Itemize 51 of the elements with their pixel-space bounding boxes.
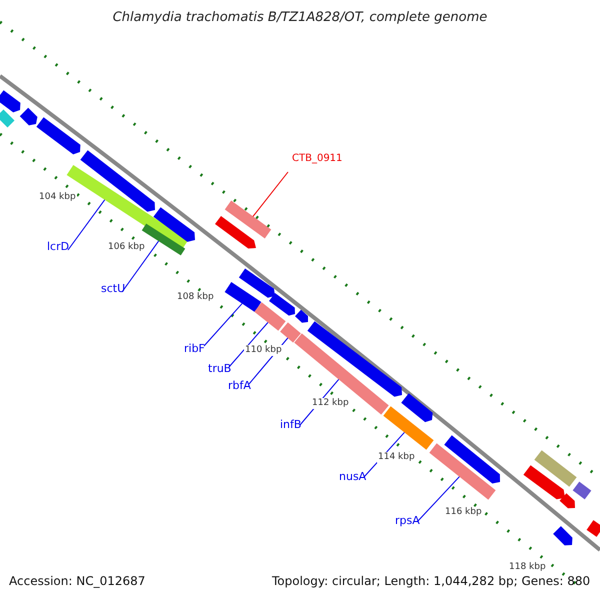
gene-label: CTB_0911 [292,154,342,164]
gene-bar [523,465,565,500]
accession-text: Accession: NC_012687 [9,575,146,587]
gene-bar [295,310,308,323]
gene-label: lcrD [47,241,70,252]
gene-bar [534,450,577,487]
gene-bar [401,393,433,422]
gene-label: nusA [339,471,366,482]
gene-bar [254,302,286,331]
gene-bar [280,322,301,343]
leader-line [204,303,243,346]
gene-bar [429,443,496,500]
gene-bar [383,406,434,450]
gene-label: sctU [101,283,126,294]
leader-line [68,199,106,250]
gene-bar [20,108,38,126]
gene-label: infB [280,419,302,430]
scale-label: 114 kbp [377,452,416,463]
leader-line [416,476,460,522]
gene-label: rbfA [228,380,251,391]
scale-label: 116 kbp [444,507,483,518]
summary-text: Topology: circular; Length: 1,044,282 bp; Genes: 880 [272,575,590,587]
gene-label: truB [208,363,232,374]
leader-line [252,172,288,217]
gene-label: rpsA [395,515,420,526]
scale-label: 112 kbp [311,398,350,409]
gene-bar [0,90,20,112]
gene-bar [80,150,155,212]
gene-bar [269,293,295,316]
scale-label: 108 kbp [176,292,215,303]
gene-bar [0,110,14,128]
gene-bar [224,282,262,312]
gene-bar [572,482,592,500]
gene-bar [586,520,600,537]
gene-label: ribF [184,343,205,354]
gene-bar [238,268,275,298]
title: Chlamydia trachomatis B/TZ1A828/OT, complete genome [112,11,488,24]
gene-bar [560,493,575,508]
gene-bar [153,207,195,242]
gene-bar [553,526,572,546]
leader-line [228,322,268,368]
scale-label: 104 kbp [38,192,77,203]
scale-label: 118 kbp [508,562,547,573]
gene-bar [444,435,500,484]
scale-label: 106 kbp [107,242,146,253]
gene-bar [307,321,402,397]
gene-bar [215,216,256,248]
gene-bar [224,200,272,238]
gene-bar [36,117,80,154]
gene-bar [294,333,389,415]
scale-label: 110 kbp [244,345,283,356]
